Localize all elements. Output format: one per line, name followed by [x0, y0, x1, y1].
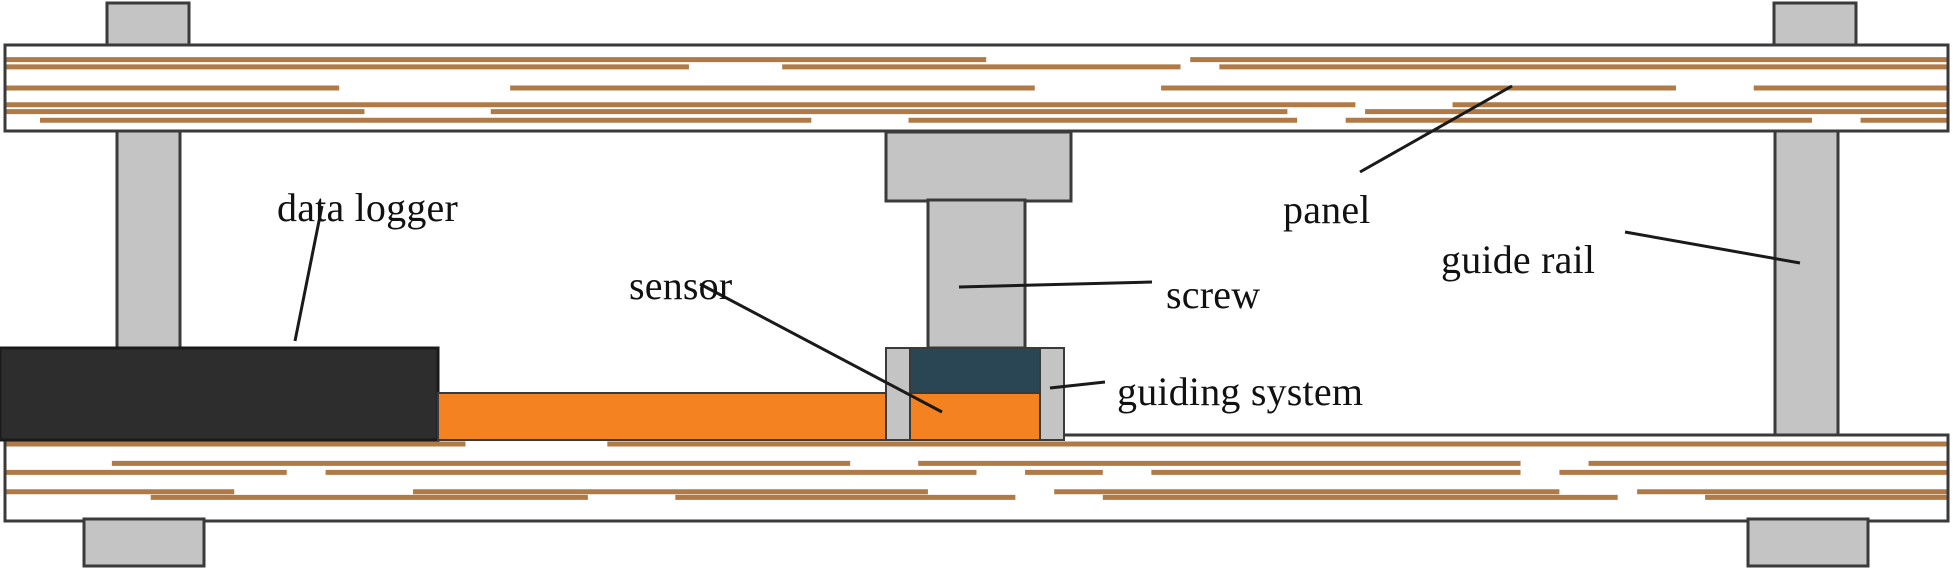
left-rail-cap — [105, 1, 191, 49]
bottom-panel-grain — [5, 441, 1948, 500]
leader-line-screw — [958, 280, 1153, 289]
label-guiding-system: guiding system — [1117, 369, 1364, 414]
sensor-strip — [437, 392, 1049, 441]
leader-line-sensor — [699, 282, 943, 414]
left-rail-foot — [82, 517, 206, 568]
data-logger-block — [0, 346, 440, 442]
label-sensor: sensor — [629, 263, 733, 308]
top-panel-grain — [5, 57, 1948, 123]
top-panel-outline — [3, 43, 1950, 133]
guiding-system-block — [909, 347, 1041, 394]
leader-line-guiding-system — [1049, 380, 1106, 390]
screw-shaft — [926, 198, 1027, 350]
guiding-system-right-rail — [1039, 347, 1065, 441]
right-rail-foot — [1746, 517, 1870, 568]
right-rail-cap — [1772, 1, 1858, 49]
label-data-logger: data logger — [277, 185, 459, 230]
leader-lines — [293, 84, 1801, 414]
label-guide-rail: guide rail — [1441, 237, 1596, 282]
leader-line-guide-rail — [1624, 230, 1801, 265]
leader-line-data-logger — [293, 205, 324, 342]
label-screw: screw — [1166, 272, 1261, 317]
screw-head — [884, 130, 1073, 203]
bottom-panel — [3, 433, 1950, 523]
leader-line-panel — [1359, 84, 1513, 174]
label-panel: panel — [1283, 187, 1371, 232]
